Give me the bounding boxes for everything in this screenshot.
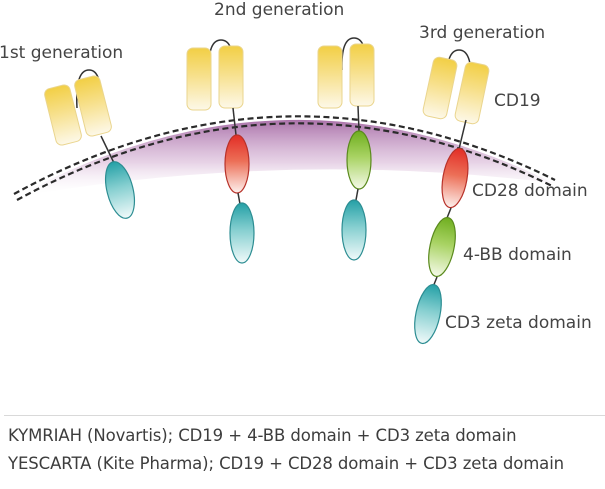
- receptor-3rd-generation: [414, 49, 490, 345]
- cell-membrane: [13, 115, 556, 201]
- cd3-zeta-domain: [104, 161, 136, 219]
- 4-bb-domain: [346, 130, 372, 190]
- label-cd3-zeta-domain: CD3 zeta domain: [445, 313, 592, 333]
- label-3rd-generation: 3rd generation: [419, 23, 545, 43]
- label-1st-generation: 1st generation: [0, 43, 123, 63]
- car-t-generations-diagram: 1st generation 2nd generation 3rd genera…: [0, 0, 592, 345]
- cd3-zeta-domain: [229, 202, 255, 264]
- caption-divider: [4, 415, 605, 416]
- label-cd28-domain: CD28 domain: [472, 181, 588, 201]
- label-2nd-generation: 2nd generation: [214, 0, 344, 20]
- cd28-domain: [441, 147, 469, 209]
- cd19-domain: [422, 49, 490, 125]
- cd19-domain: [44, 69, 112, 146]
- 4-bb-domain: [428, 216, 456, 278]
- receptor-2nd-generation-4bb: [317, 37, 375, 261]
- cd28-domain: [224, 134, 250, 194]
- receptor-1st-generation: [44, 69, 136, 219]
- label-cd19: CD19: [494, 91, 541, 111]
- cd19-domain: [317, 37, 375, 109]
- cd3-zeta-domain: [414, 283, 442, 345]
- cd19-domain: [186, 39, 244, 111]
- cd3-zeta-domain: [341, 199, 367, 261]
- receptor-2nd-generation: [186, 39, 255, 264]
- caption-kymriah: KYMRIAH (Novartis); CD19 + 4-BB domain +…: [8, 426, 517, 445]
- label-4-bb-domain: 4-BB domain: [463, 245, 572, 265]
- caption-yescarta: YESCARTA (Kite Pharma); CD19 + CD28 doma…: [8, 454, 565, 473]
